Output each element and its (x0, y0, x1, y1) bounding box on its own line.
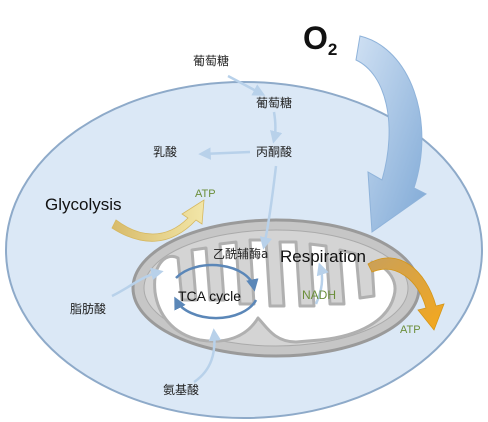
acetyl-coa-label: 乙酰辅酶a (213, 247, 269, 261)
lactate-label: 乳酸 (153, 145, 178, 159)
oxygen-symbol: O (303, 20, 328, 56)
glycolysis-label: Glycolysis (45, 195, 122, 214)
tca-cycle-arrows (174, 263, 259, 320)
glycolysis-arrow (111, 199, 205, 242)
respiration-label: Respiration (280, 247, 366, 266)
atp-left-label: ATP (195, 188, 216, 200)
arrow-fatty-acid-in (111, 267, 164, 298)
nadh-label: NADH (302, 288, 337, 302)
arrow-pyruvate-to-lactate (198, 147, 251, 160)
arrow-nadh-to-respiration (314, 262, 329, 305)
tca-arrow-top (175, 263, 259, 292)
oxygen-arrow (355, 35, 427, 233)
arrow-glucose-in (227, 74, 266, 96)
pyruvate-label: 丙酮酸 (256, 145, 293, 159)
atp-output-arrow (367, 257, 445, 331)
mitochondrion (131, 218, 421, 358)
arrow-glucose-to-pyruvate (270, 111, 283, 144)
fatty-acid-label: 脂肪酸 (70, 302, 107, 316)
arrow-amino-acid-in (193, 328, 222, 384)
oxygen-subscript: 2 (327, 40, 338, 59)
metabolic-arrows (111, 74, 329, 384)
amino-acid-label: 氨基酸 (163, 383, 200, 397)
arrow-pyruvate-to-acetyl (259, 165, 278, 250)
glucose-inside-label: 葡萄糖 (256, 96, 293, 110)
glucose-outside-label: 葡萄糖 (193, 54, 230, 68)
tca-arrow-bottom (174, 296, 258, 320)
mitochondrion-matrix-cristae (153, 238, 397, 344)
tca-cycle-label: TCA cycle (178, 288, 242, 304)
oxygen-label: O2 (303, 22, 337, 58)
atp-right-label: ATP (400, 324, 421, 336)
